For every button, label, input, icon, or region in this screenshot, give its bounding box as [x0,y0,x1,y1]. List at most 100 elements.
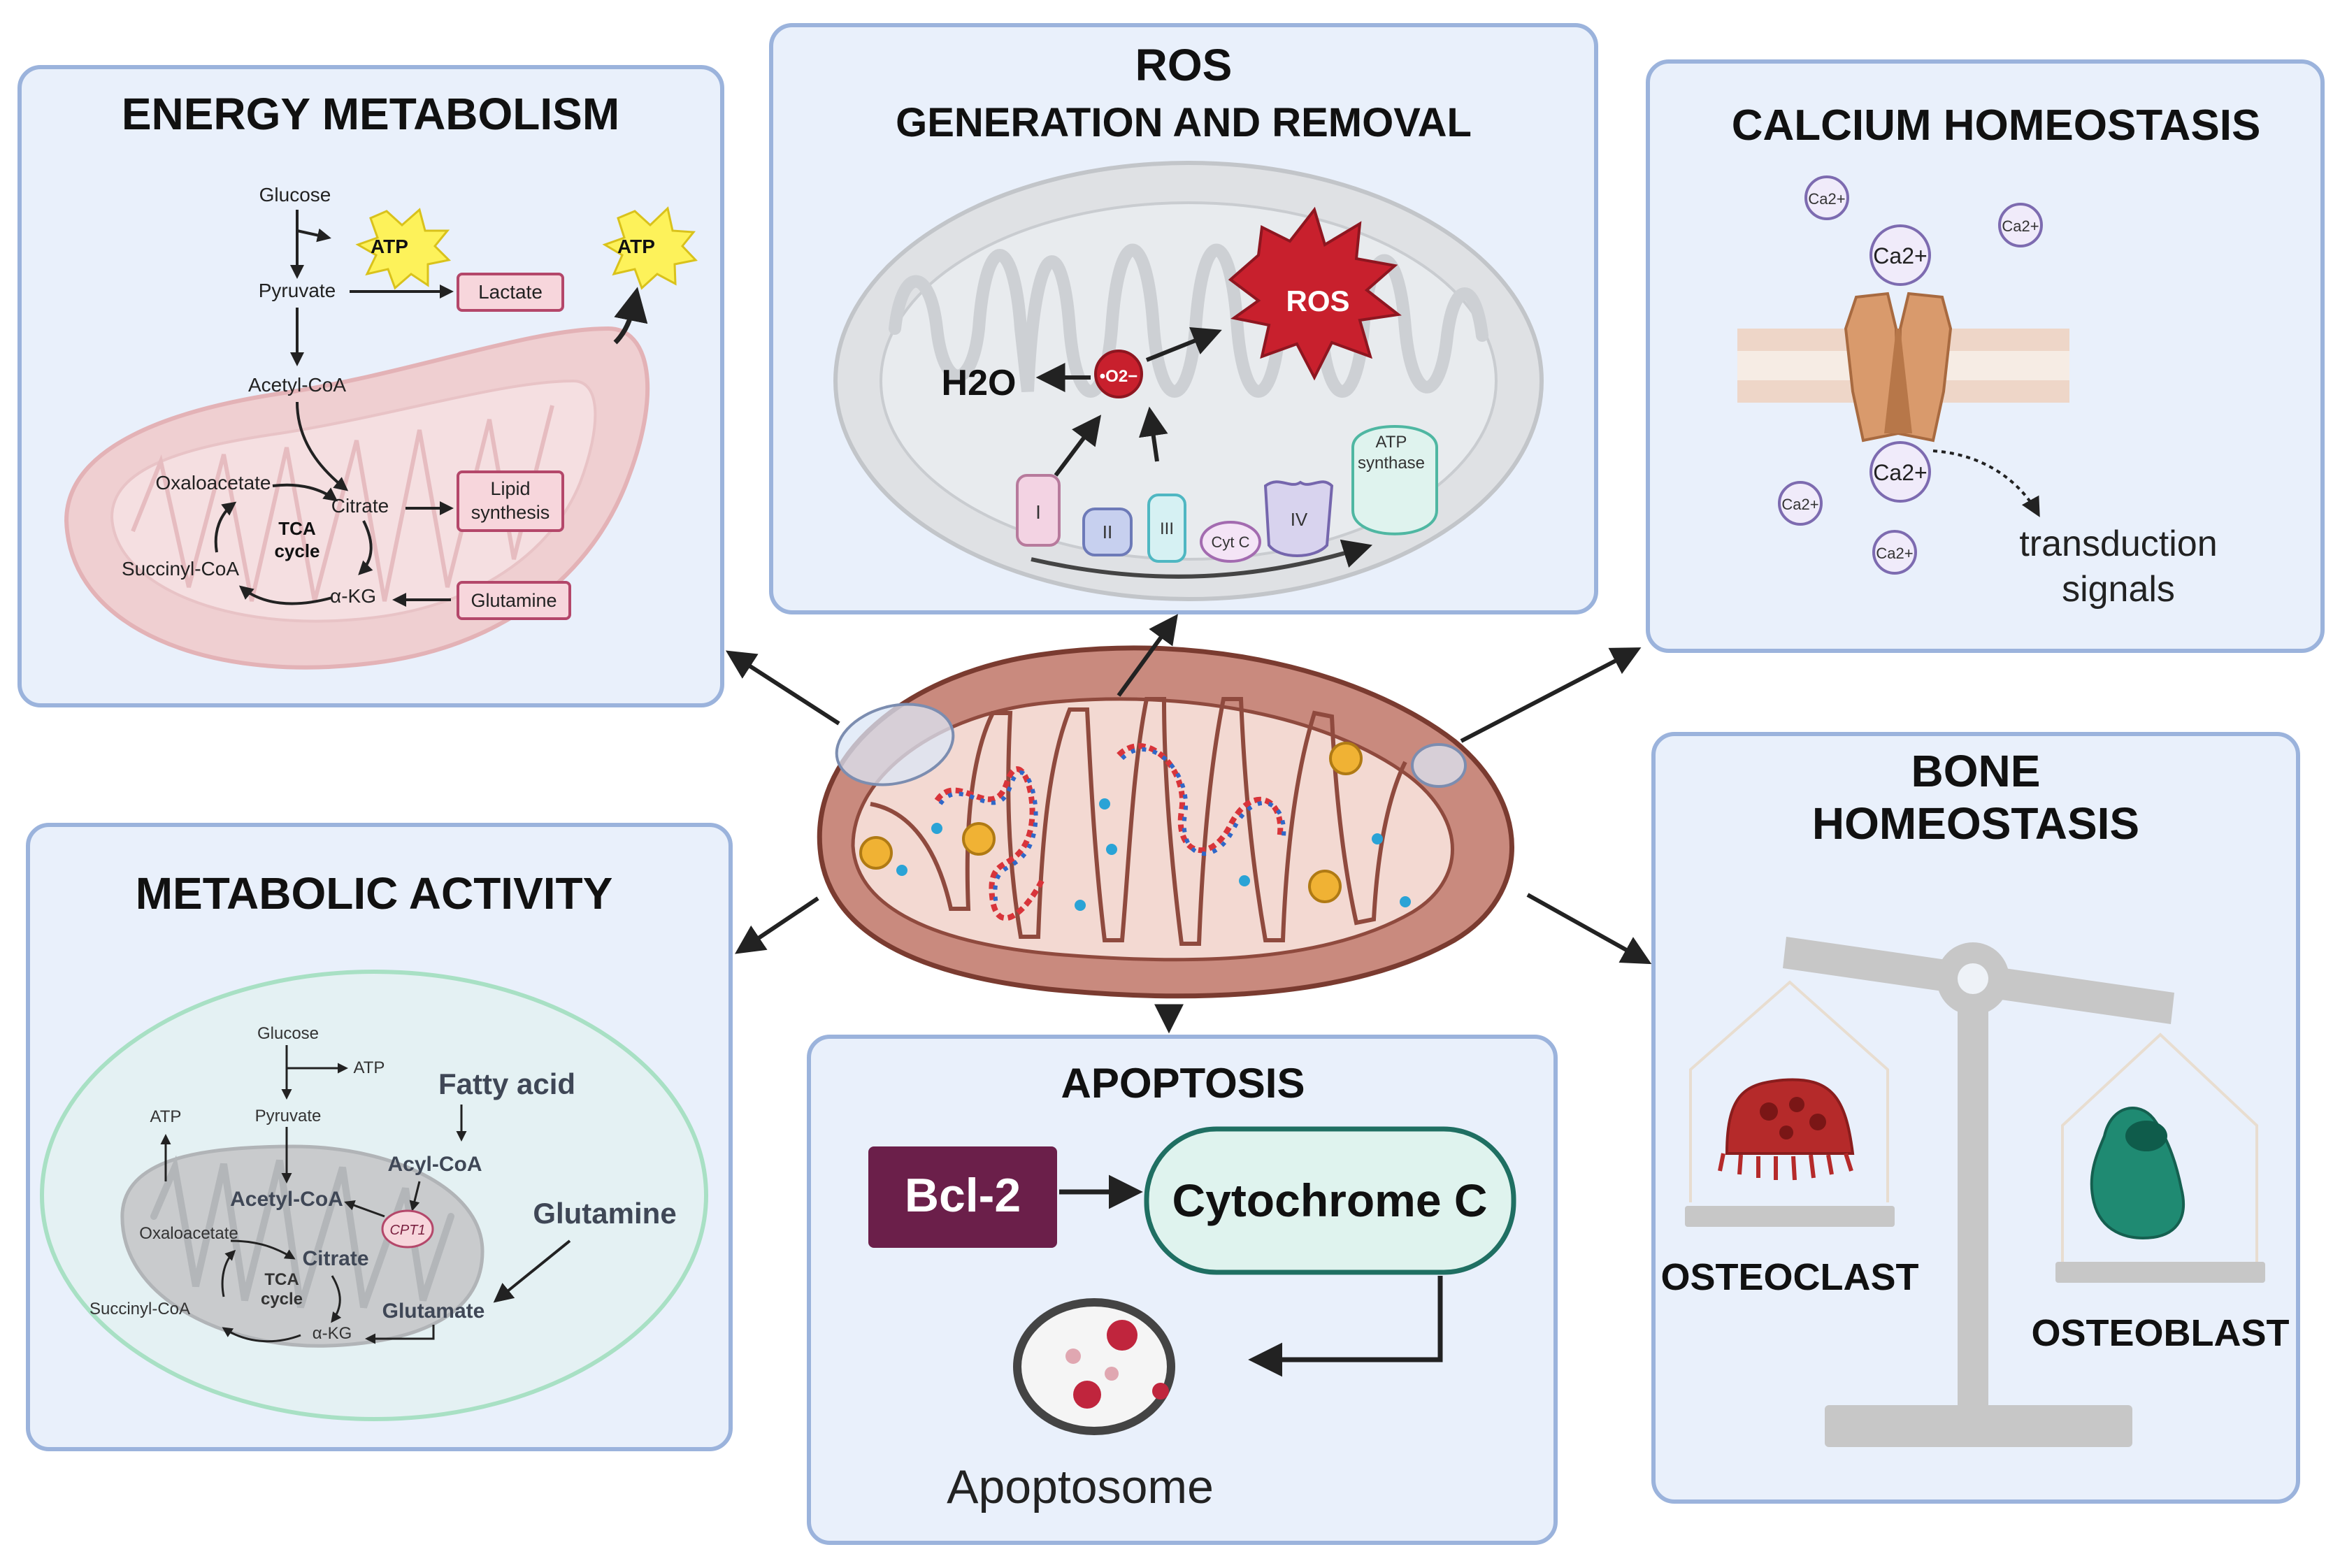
osteoblast-cell [2090,1107,2185,1239]
lactate-box [457,273,564,312]
ros-complex-1: I [1035,501,1041,523]
metabolic-pyruvate: Pyruvate [255,1107,322,1125]
ros-atp-synthase-1: ATP [1376,433,1407,452]
apoptosis-cytochrome: Cytochrome C [1172,1174,1487,1226]
bone-osteoclast: OSTEOCLAST [1660,1256,1918,1298]
channel-pore [1884,329,1912,433]
metabolic-glucose: Glucose [257,1024,319,1043]
ros-complex-4: IV [1291,509,1308,530]
energy-akg: α-KG [330,585,376,607]
energy-title: ENERGY METABOLISM [122,89,619,139]
ion-dot-5 [1239,875,1250,886]
bcl2-box [868,1146,1057,1248]
mtdna-strand-4 [1120,747,1286,856]
ros-complex-2: II [1103,522,1112,542]
metabolic-acetyl-coa: Acetyl-CoA [230,1188,343,1211]
apoptosis-apoptosome: Apoptosome [947,1460,1214,1513]
ca-ion-4 [1869,441,1931,503]
energy-citrate: Citrate [331,495,389,517]
metabolic-akg: α-KG [313,1324,352,1343]
ion-dot-4 [1106,844,1117,855]
apoptosome-cell [1013,1298,1175,1435]
arrow-met-succinyl-oxalo [221,1249,236,1297]
arrow-to-ros [1117,614,1178,697]
atp-burst-1 [355,208,452,290]
lipid-box [457,470,564,532]
ros-burst-label: ROS [1286,285,1349,317]
energy-atp-2: ATP [617,236,655,257]
scale-right-pan [2055,1262,2265,1283]
granule-4 [1308,870,1342,903]
arrow-acetyl-citrate [296,401,349,491]
arrow-glutamine-glutamate [493,1239,571,1303]
mtdna-strand-1 [934,766,1045,921]
magnifier-left [835,703,955,786]
arrow-glutamate-akg [365,1325,435,1344]
apoptosis-bcl2: Bcl-2 [905,1169,1021,1222]
scale-pillar [1958,993,1988,1412]
metabolic-glutamate: Glutamate [382,1300,485,1323]
arrow-calcium-signals [1932,449,2040,517]
metabolic-tca-1: TCA [264,1270,299,1289]
ca-ion-2 [1998,203,2043,247]
atp-burst-2 [602,206,698,290]
scale-pivot-hole [1958,963,1988,994]
glutamine-box [457,581,571,620]
arrow-to-bone [1526,893,1652,965]
metabolic-title: METABOLIC ACTIVITY [136,868,613,919]
central-mitochondrion [817,645,1514,999]
ros-atp-synthase-2: synthase [1358,454,1425,473]
magnifier-right [1411,743,1467,788]
bone-title-2: HOMEOSTASIS [1812,798,2139,849]
arrow-complex3-o2 [1138,406,1168,462]
scale-left-strings [1689,980,1889,1202]
scale-base [1825,1405,2132,1447]
ros-cyt-c: Cyt C [1212,533,1250,551]
energy-glutamine: Glutamine [471,590,557,611]
ros-title-1: ROS [1135,40,1233,90]
metabolic-citrate: Citrate [302,1247,368,1270]
cpt1-shape [381,1209,434,1249]
complex-1 [1016,474,1061,547]
energy-atp-1: ATP [371,236,408,257]
energy-lactate: Lactate [478,281,543,303]
arrow-met-akg-succinyl [222,1327,301,1343]
panel-metabolic: METABOLIC ACTIVITY Glucose ATP ATP Pyruv… [26,823,733,1451]
metabolic-oxaloacetate: Oxaloacetate [139,1224,238,1243]
ros-superoxide: •O2− [1100,367,1137,386]
electron-transport-arrow [1031,539,1373,579]
osteoclast-cell [1718,1078,1855,1181]
ca-ion-1 [1804,175,1849,220]
arrow-complex1-o2 [1054,415,1102,477]
ros-water: H2O [942,363,1017,403]
energy-lipid-2: synthesis [471,502,550,523]
arrow-succinyl-oxaloacetate [214,501,237,553]
energy-tca-2: cycle [274,540,320,561]
calcium-signals-2: signals [2062,569,2175,610]
metabolic-fatty-acid: Fatty acid [438,1067,575,1100]
ros-complex-3: III [1160,519,1174,538]
arrow-met-citrate-akg [331,1275,342,1323]
metabolic-atp-b: ATP [354,1058,385,1077]
energy-succinyl-coa: Succinyl-CoA [122,558,239,580]
granule-1 [859,836,893,870]
ca-ion-5 [1778,481,1823,526]
superoxide-circle [1094,350,1143,398]
calcium-title: CALCIUM HOMEOSTASIS [1732,101,2261,150]
panel-calcium: CALCIUM HOMEOSTASIS Ca2+ Ca2+ Ca2+ Ca2+ … [1646,59,2325,653]
granule-2 [962,822,996,856]
apoptosome-body-1 [1107,1320,1137,1351]
energy-atp-out-arrow [613,287,648,345]
ion-dot-1 [931,823,942,834]
arrow-cpt1-acetyl [344,1200,385,1218]
arrow-oxaloacetate-citrate [272,483,338,502]
panel-bone: BONE HOMEOSTASIS OSTEOCLAST OSTEOBLAST [1651,732,2300,1504]
metabolic-succinyl-coa: Succinyl-CoA [89,1300,190,1318]
arrow-citrate-akg [358,520,373,575]
arrow-to-atp-1 [296,228,331,243]
arrow-cytochrome-apoptosome [1248,1276,1443,1377]
ca-ion-6 [1872,530,1917,575]
ca-ion-3 [1869,224,1931,286]
scale-left-pan [1685,1206,1895,1227]
